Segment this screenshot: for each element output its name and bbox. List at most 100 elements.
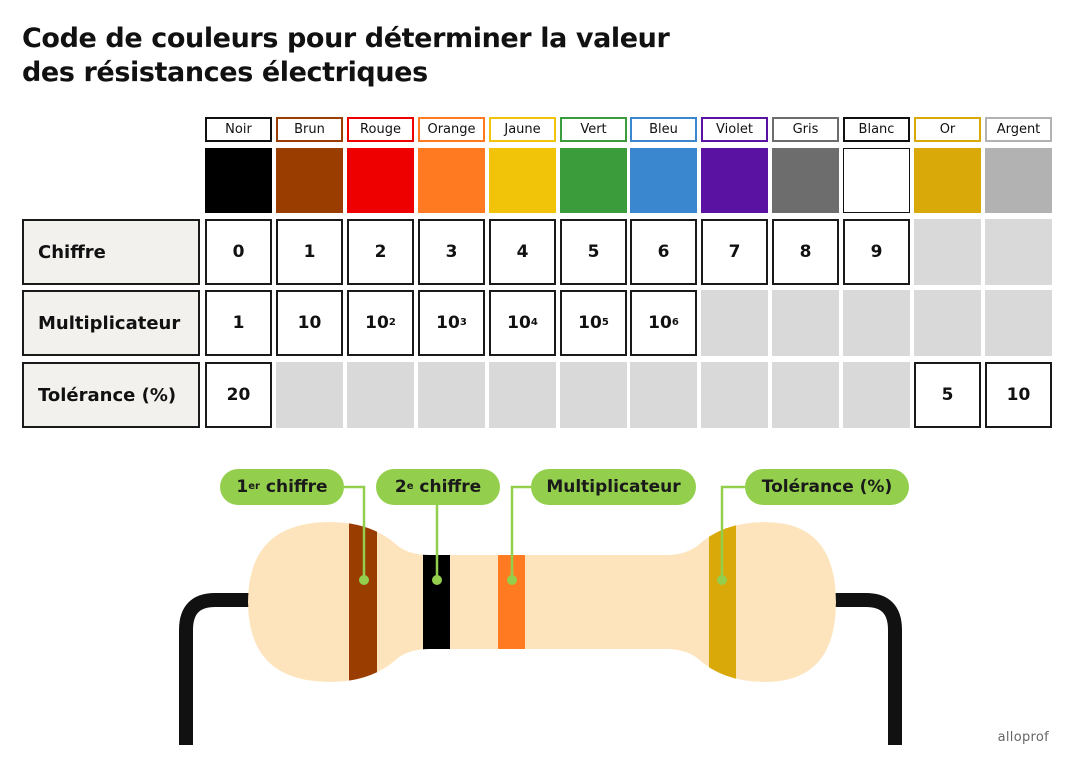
empty-cell xyxy=(347,362,414,428)
value-cell: 0 xyxy=(205,219,272,285)
value-base: 1 xyxy=(303,242,316,262)
value-base: 6 xyxy=(657,242,670,262)
color-name-rouge: Rouge xyxy=(347,117,414,142)
color-name-orange: Orange xyxy=(418,117,485,142)
left-lead xyxy=(179,593,255,745)
color-swatch-orange xyxy=(418,148,485,213)
color-name-blanc: Blanc xyxy=(843,117,910,142)
empty-cell xyxy=(985,290,1052,356)
empty-cell xyxy=(630,362,697,428)
value-cell: 1 xyxy=(205,290,272,356)
color-swatch-argent xyxy=(985,148,1052,213)
color-swatch-noir xyxy=(205,148,272,213)
value-exponent: 4 xyxy=(530,316,538,328)
callout-dot-1 xyxy=(359,575,369,585)
empty-cell xyxy=(560,362,627,428)
empty-cell xyxy=(843,290,910,356)
color-swatch-vert xyxy=(560,148,627,213)
color-name-bleu: Bleu xyxy=(630,117,697,142)
color-swatch-violet xyxy=(701,148,768,213)
value-cell: 5 xyxy=(914,362,981,428)
row-header-chiffre: Chiffre xyxy=(22,219,200,285)
empty-cell xyxy=(772,362,839,428)
color-swatch-bleu xyxy=(630,148,697,213)
value-base: 5 xyxy=(587,242,600,262)
page-title: Code de couleurs pour déterminer la vale… xyxy=(22,22,742,90)
color-name-violet: Violet xyxy=(701,117,768,142)
value-cell: 3 xyxy=(418,219,485,285)
row-header-tolerance: Tolérance (%) xyxy=(22,362,200,428)
value-base: 0 xyxy=(232,242,245,262)
empty-cell xyxy=(914,219,981,285)
value-cell: 20 xyxy=(205,362,272,428)
value-base: 5 xyxy=(941,385,954,405)
value-base: 10 xyxy=(365,313,389,333)
value-base: 10 xyxy=(507,313,531,333)
value-cell: 8 xyxy=(772,219,839,285)
color-name-argent: Argent xyxy=(985,117,1052,142)
value-base: 2 xyxy=(374,242,387,262)
value-cell: 6 xyxy=(630,219,697,285)
value-cell: 2 xyxy=(347,219,414,285)
value-base: 10 xyxy=(1006,385,1031,405)
value-base: 3 xyxy=(445,242,458,262)
empty-cell xyxy=(701,290,768,356)
value-base: 10 xyxy=(297,313,322,333)
label-tolerance: Tolérance (%) xyxy=(745,469,909,505)
value-base: 4 xyxy=(516,242,529,262)
empty-cell xyxy=(701,362,768,428)
color-swatch-blanc xyxy=(843,148,910,213)
callout-lines xyxy=(344,485,745,585)
value-base: 10 xyxy=(578,313,602,333)
color-name-vert: Vert xyxy=(560,117,627,142)
value-cell: 10 xyxy=(985,362,1052,428)
empty-cell xyxy=(489,362,556,428)
value-base: 10 xyxy=(648,313,672,333)
callout-dot-2 xyxy=(432,575,442,585)
value-exponent: 6 xyxy=(671,316,679,328)
empty-cell xyxy=(418,362,485,428)
callout-dot-4 xyxy=(717,575,727,585)
color-swatch-or xyxy=(914,148,981,213)
label-multiplier: Multiplicateur xyxy=(531,469,696,505)
value-cell: 1 xyxy=(276,219,343,285)
alloprof-logo: alloprof xyxy=(997,730,1049,745)
callout-dot-3 xyxy=(507,575,517,585)
color-name-or: Or xyxy=(914,117,981,142)
empty-cell xyxy=(276,362,343,428)
color-name-jaune: Jaune xyxy=(489,117,556,142)
title-line-1: Code de couleurs pour déterminer la vale… xyxy=(22,23,670,54)
value-cell: 4 xyxy=(489,219,556,285)
title-line-2: des résistances électriques xyxy=(22,57,428,88)
empty-cell xyxy=(985,219,1052,285)
right-lead xyxy=(826,593,902,745)
value-base: 20 xyxy=(226,385,251,405)
value-base: 1 xyxy=(232,313,245,333)
color-swatch-jaune xyxy=(489,148,556,213)
value-exponent: 2 xyxy=(388,316,396,328)
value-cell: 9 xyxy=(843,219,910,285)
color-name-gris: Gris xyxy=(772,117,839,142)
value-cell: 7 xyxy=(701,219,768,285)
resistor-body xyxy=(248,522,836,682)
empty-cell xyxy=(843,362,910,428)
empty-cell xyxy=(914,290,981,356)
value-base: 9 xyxy=(870,242,883,262)
value-exponent: 3 xyxy=(459,316,467,328)
color-swatch-rouge xyxy=(347,148,414,213)
row-header-multiplicateur: Multiplicateur xyxy=(22,290,200,356)
color-swatch-gris xyxy=(772,148,839,213)
color-name-brun: Brun xyxy=(276,117,343,142)
value-base: 10 xyxy=(436,313,460,333)
empty-cell xyxy=(772,290,839,356)
value-base: 8 xyxy=(799,242,812,262)
color-swatch-brun xyxy=(276,148,343,213)
value-exponent: 5 xyxy=(601,316,609,328)
